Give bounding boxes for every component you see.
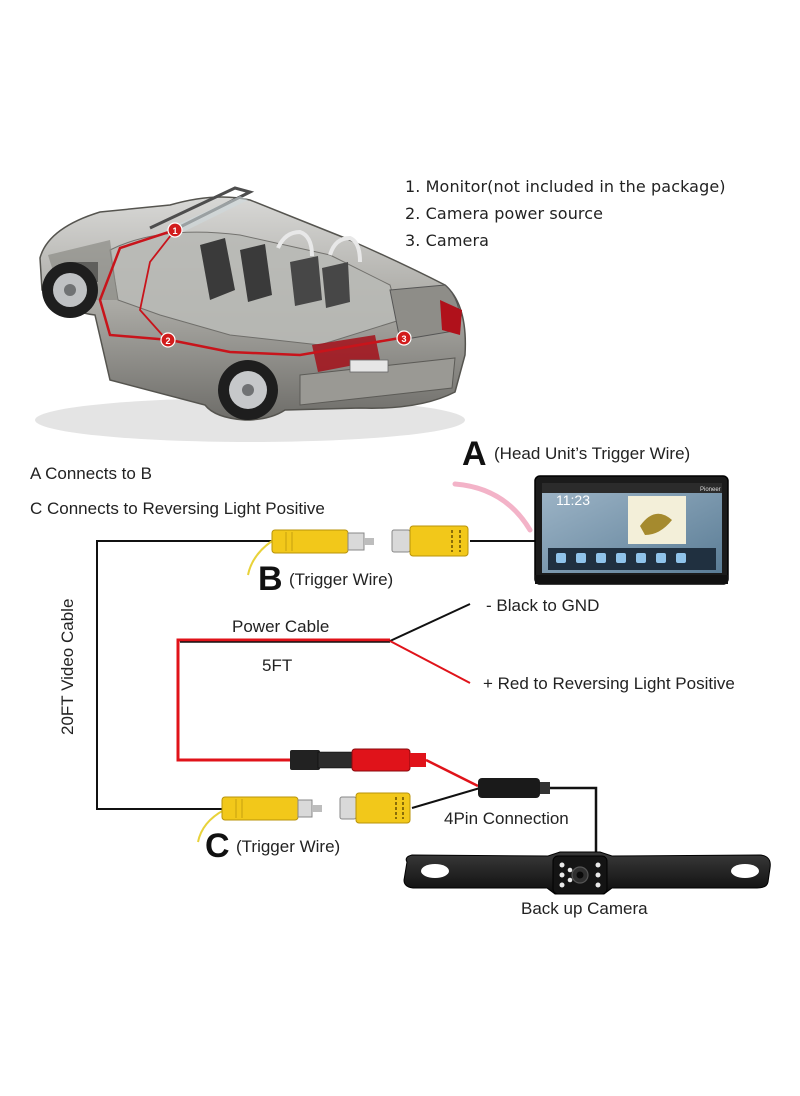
monitor-clock: 11:23: [556, 492, 590, 508]
car-marker-1: 1: [167, 222, 183, 238]
letter-b: B: [258, 560, 283, 598]
legend-item-camera: 3. Camera: [405, 231, 490, 250]
trigger-c-label: (Trigger Wire): [236, 837, 341, 856]
backup-camera-label: Back up Camera: [521, 899, 648, 918]
car-illustration: 1 2 3: [35, 186, 467, 442]
four-pin-label: 4Pin Connection: [444, 809, 569, 828]
power-cable-label: Power Cable: [232, 617, 330, 636]
svg-text:2: 2: [165, 336, 170, 346]
video-cable-label: 20FT Video Cable: [58, 598, 77, 735]
trigger-b-label: (Trigger Wire): [289, 570, 394, 589]
power-length-label: 5FT: [262, 656, 293, 675]
legend-item-monitor: 1. Monitor(not included in the package): [405, 177, 726, 196]
car-marker-3: 3: [396, 330, 412, 346]
rca-plug-c: [221, 796, 322, 821]
power-cable: [176, 603, 471, 762]
black-gnd-label: - Black to GND: [486, 596, 600, 615]
rca-plug-b: [271, 529, 374, 554]
c-connects-to-positive-text: C Connects to Reversing Light Positive: [30, 499, 325, 518]
head-unit-trigger-label: (Head Unit’s Trigger Wire): [494, 444, 691, 463]
letter-c: C: [205, 827, 230, 865]
dc-connector: [290, 748, 426, 772]
backup-camera: [403, 851, 771, 895]
head-unit-trigger-wire: [452, 481, 533, 533]
trigger-wires: [197, 540, 273, 843]
legend-item-power-source: 2. Camera power source: [405, 204, 604, 223]
head-unit-monitor: Pioneer 11:23: [534, 475, 729, 585]
svg-text:1: 1: [172, 226, 177, 236]
video-cable: [96, 540, 535, 810]
svg-text:3: 3: [401, 334, 406, 344]
rca-jack-a: [391, 525, 469, 557]
four-pin-connector: [478, 778, 550, 798]
legend: 1. Monitor(not included in the package) …: [405, 173, 726, 254]
car-marker-2: 2: [160, 332, 176, 348]
letter-a: A: [462, 435, 487, 473]
red-positive-label: + Red to Reversing Light Positive: [483, 674, 735, 693]
rca-jack-camera: [339, 792, 411, 824]
a-connects-to-b-text: A Connects to B: [30, 464, 152, 483]
monitor-brand: Pioneer: [700, 487, 721, 493]
